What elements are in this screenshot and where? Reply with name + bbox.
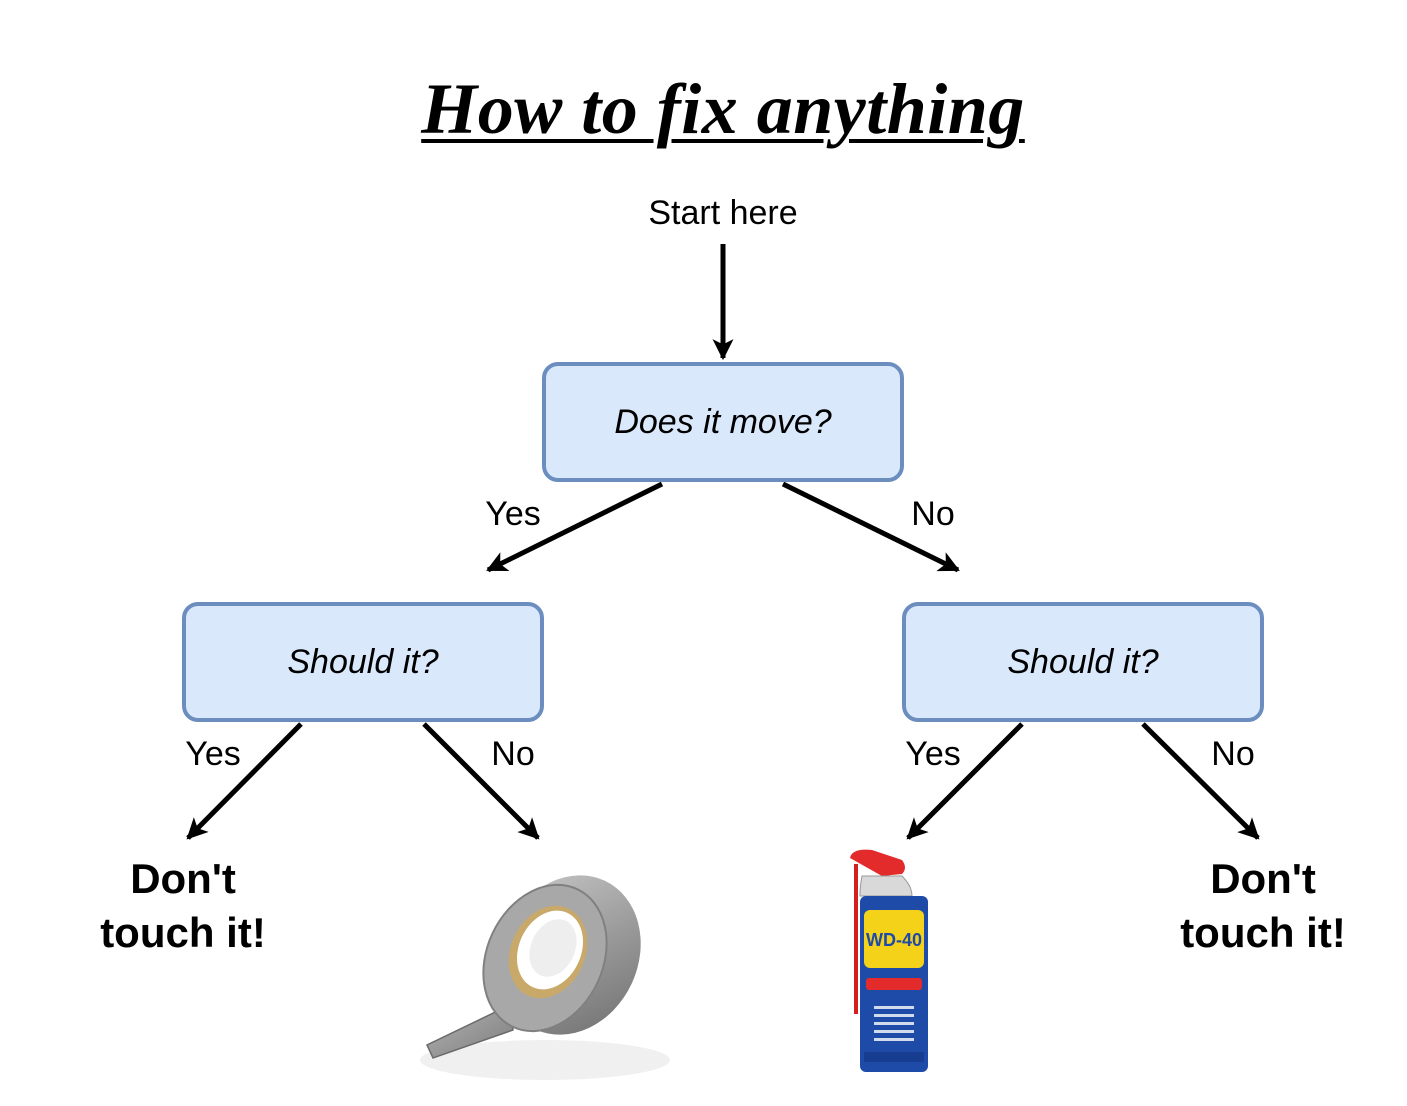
right-decision-box: Should it?: [902, 602, 1264, 722]
outcome-dont-touch-right: Don't touch it!: [1143, 852, 1383, 960]
root-decision-box: Does it move?: [542, 362, 904, 482]
arrow-left-yes: [186, 722, 303, 840]
duct-tape-icon: [420, 875, 670, 1080]
outcome-left-line2: touch it!: [100, 909, 266, 956]
right-yes-label: Yes: [905, 735, 961, 773]
start-label: Start here: [648, 194, 798, 232]
outcome-dont-touch-left: Don't touch it!: [63, 852, 303, 960]
left-yes-label: Yes: [185, 735, 241, 773]
wd40-brand-text: WD-40: [866, 930, 922, 950]
outcome-left-line1: Don't: [130, 855, 236, 902]
root-question-text: Does it move?: [614, 402, 832, 441]
left-no-label: No: [491, 735, 535, 773]
left-question-text: Should it?: [287, 642, 439, 681]
arrow-right-no: [1141, 722, 1260, 840]
outcome-right-line2: touch it!: [1180, 909, 1346, 956]
left-decision-box: Should it?: [182, 602, 544, 722]
right-question-text: Should it?: [1007, 642, 1159, 681]
arrow-right-yes: [906, 722, 1024, 840]
right-no-label: No: [1211, 735, 1255, 773]
root-no-label: No: [911, 495, 955, 533]
outcome-right-line1: Don't: [1210, 855, 1316, 902]
root-yes-label: Yes: [485, 495, 541, 533]
arrow-root-no: [781, 481, 960, 573]
arrow-left-no: [422, 722, 540, 840]
diagram-title: How to fix anything: [421, 69, 1025, 149]
wd40-can-icon: WD-40: [850, 849, 928, 1072]
arrow-root-yes: [486, 481, 664, 573]
